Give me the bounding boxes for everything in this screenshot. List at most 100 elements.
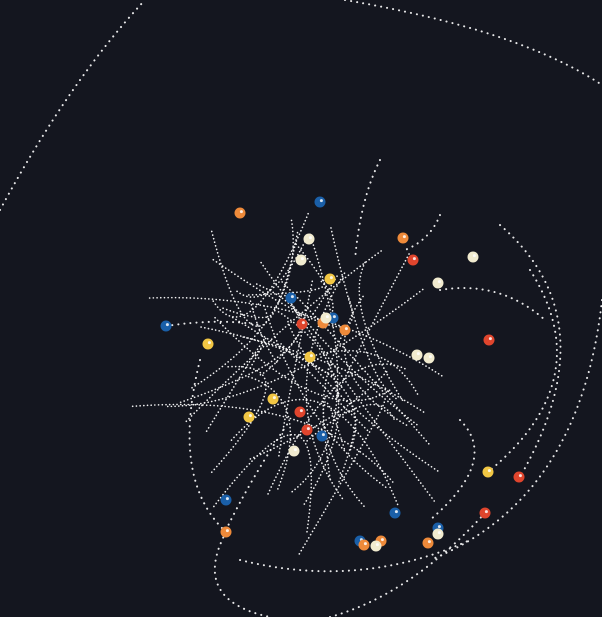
- core-trail: [166, 288, 424, 408]
- core-trail: [278, 278, 430, 445]
- core-trail: [212, 210, 310, 318]
- core-trail: [280, 343, 370, 432]
- particle-red: [296, 318, 308, 330]
- core-trail: [247, 375, 292, 490]
- particle-blue: [389, 507, 401, 519]
- particle-highlight: [518, 474, 522, 478]
- particle-red: [479, 507, 491, 519]
- particle-red: [294, 406, 306, 418]
- particle-highlight: [308, 236, 312, 240]
- particle-highlight: [472, 254, 476, 258]
- core-trail: [198, 325, 357, 451]
- particle-cream: [303, 233, 315, 245]
- core-trail: [260, 261, 421, 428]
- orbit-trail: [429, 419, 476, 521]
- particle-cream: [320, 312, 332, 324]
- particle-orange: [358, 539, 370, 551]
- particle-orange: [422, 537, 434, 549]
- particle-orange: [234, 207, 246, 219]
- particle-highlight: [344, 327, 348, 331]
- core-trail: [263, 305, 387, 489]
- particle-cream: [411, 349, 423, 361]
- orbit-trail: [165, 320, 261, 327]
- core-trail: [337, 410, 357, 485]
- particle-blue: [316, 430, 328, 442]
- particle-orange: [220, 526, 232, 538]
- core-trail: [306, 403, 397, 442]
- core-trails: [131, 210, 444, 555]
- orbit-trail: [344, 0, 602, 86]
- particle-highlight: [300, 257, 304, 261]
- core-trail: [322, 400, 346, 483]
- core-trail: [294, 241, 334, 312]
- particle-highlight: [319, 199, 323, 203]
- particle-highlight: [363, 542, 367, 546]
- particle-yellow: [267, 393, 279, 405]
- core-trail: [212, 433, 313, 533]
- core-trail: [231, 316, 337, 378]
- particle-cream: [288, 445, 300, 457]
- particle-highlight: [165, 323, 169, 327]
- core-trail: [220, 306, 267, 319]
- particle-highlight: [402, 235, 406, 239]
- core-trail: [248, 279, 325, 296]
- core-trail: [185, 248, 384, 423]
- particle-highlight: [437, 280, 441, 284]
- orbit-trail: [354, 159, 381, 261]
- core-trail: [329, 225, 397, 400]
- particle-orange: [397, 232, 409, 244]
- core-trail: [275, 309, 340, 505]
- orbit-trail: [404, 214, 441, 251]
- particle-red: [513, 471, 525, 483]
- particle-orange: [339, 324, 351, 336]
- particle-highlight: [225, 497, 229, 501]
- particle-yellow: [243, 411, 255, 423]
- core-trail: [343, 293, 408, 426]
- orbit-trail: [487, 269, 558, 473]
- particle-cream: [370, 540, 382, 552]
- core-trail: [303, 349, 419, 395]
- particle-highlight: [306, 427, 310, 431]
- particle-cream: [432, 528, 444, 540]
- particle-highlight: [332, 315, 336, 319]
- core-trail: [249, 371, 388, 460]
- particle-highlight: [428, 355, 432, 359]
- particles: [160, 196, 525, 552]
- particle-highlight: [484, 510, 488, 514]
- particle-highlight: [299, 409, 303, 413]
- particle-highlight: [239, 210, 243, 214]
- particle-highlight: [272, 396, 276, 400]
- particle-highlight: [293, 448, 297, 452]
- orbit-trail: [499, 224, 562, 478]
- core-trail: [191, 218, 294, 389]
- particle-yellow: [324, 273, 336, 285]
- particle-blue: [220, 494, 232, 506]
- core-trail: [148, 296, 444, 378]
- particle-highlight: [412, 257, 416, 261]
- particle-cream: [432, 277, 444, 289]
- particle-yellow: [202, 338, 214, 350]
- orbit-trail: [439, 287, 546, 321]
- orbit-trail: [225, 419, 291, 531]
- particle-highlight: [225, 529, 229, 533]
- core-trail: [288, 233, 339, 495]
- particle-highlight: [301, 321, 305, 325]
- core-trail: [287, 320, 441, 474]
- particle-highlight: [488, 337, 492, 341]
- particle-cream: [467, 251, 479, 263]
- particle-highlight: [309, 354, 313, 358]
- particle-highlight: [325, 315, 329, 319]
- particle-cream: [423, 352, 435, 364]
- core-trail: [266, 363, 406, 496]
- particle-highlight: [380, 538, 384, 542]
- orbit-trail: [239, 539, 471, 573]
- particle-highlight: [394, 510, 398, 514]
- particle-red: [407, 254, 419, 266]
- particle-highlight: [437, 525, 441, 529]
- particle-yellow: [304, 351, 316, 363]
- core-trail: [322, 327, 365, 507]
- particle-red: [483, 334, 495, 346]
